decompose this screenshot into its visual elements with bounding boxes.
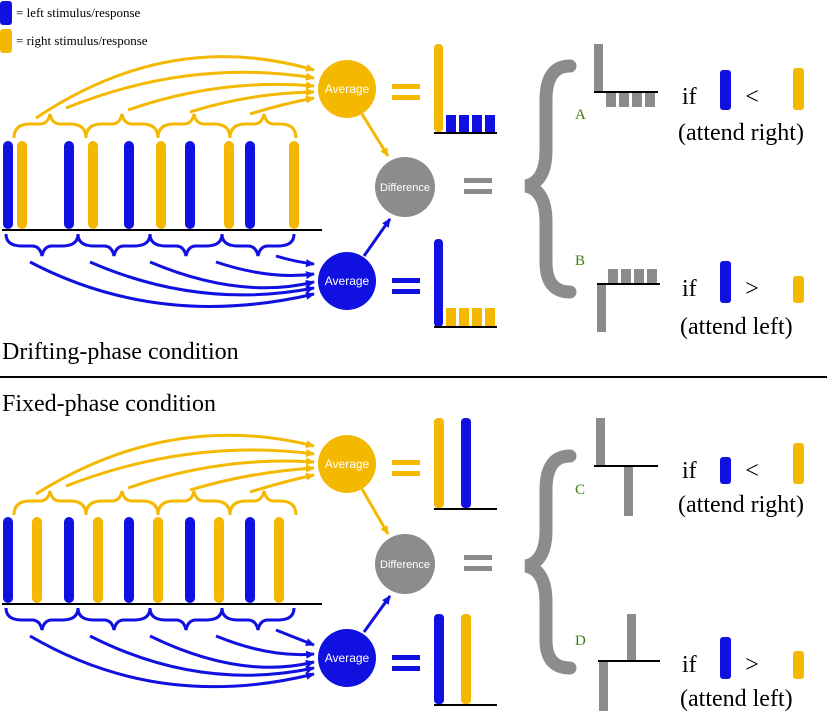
- left-groupings: [4, 607, 296, 631]
- left-response-arrows: [29, 628, 315, 689]
- left-bar: [245, 517, 255, 603]
- right-bar: [224, 141, 234, 229]
- difference-result-c: [594, 418, 658, 516]
- equals-sign: [392, 655, 420, 671]
- comparator: >: [745, 276, 759, 302]
- equals-sign: [392, 278, 420, 294]
- panel-title: Drifting-phase condition: [2, 339, 239, 365]
- attend-label: (attend left): [680, 686, 793, 712]
- left-symbol: [720, 637, 731, 679]
- right-bar: [289, 141, 299, 229]
- average-right-node: [318, 60, 376, 118]
- legend-left-swatch: [0, 1, 12, 25]
- right-bar: [153, 517, 163, 603]
- difference-node: [375, 157, 435, 217]
- average-left-label: Average: [325, 274, 370, 288]
- right-bar: [93, 517, 103, 603]
- arrow-average-to-difference: [360, 488, 390, 535]
- difference-result-a: [594, 44, 658, 107]
- if-label: if: [682, 652, 697, 678]
- legend-right-label: = right stimulus/response: [16, 33, 148, 48]
- left-symbol: [720, 70, 731, 110]
- arrow-average-to-difference: [360, 113, 390, 157]
- comparator: <: [745, 84, 759, 110]
- drifting-stimulus-bars: [3, 141, 299, 229]
- left-symbol: [720, 261, 731, 303]
- outcome-brace: [524, 59, 577, 299]
- case-letter-c: C: [575, 482, 585, 498]
- average-right-result: [434, 418, 497, 510]
- right-symbol: [793, 651, 804, 679]
- fixed-phase-panel: Fixed-phase condition: [2, 391, 804, 712]
- right-symbol: [793, 276, 804, 303]
- left-bar: [64, 141, 74, 229]
- right-groupings: [12, 113, 298, 139]
- comparator: <: [745, 458, 759, 484]
- case-letter-b: B: [575, 253, 585, 269]
- difference-label: Difference: [380, 559, 430, 571]
- equals-sign: [392, 460, 420, 476]
- average-right-label: Average: [325, 82, 370, 96]
- arrow-average-to-difference: [362, 218, 392, 257]
- right-bar: [274, 517, 284, 603]
- fixed-stimulus-bars: [3, 517, 284, 603]
- outcome-brace: [524, 449, 577, 675]
- comparator: >: [745, 652, 759, 678]
- left-bar: [124, 517, 134, 603]
- left-bar: [3, 517, 13, 603]
- left-groupings: [4, 233, 296, 257]
- left-bar: [185, 141, 195, 229]
- average-left-result: [434, 614, 497, 706]
- left-bar: [185, 517, 195, 603]
- right-groupings: [12, 490, 298, 516]
- case-letter-d: D: [575, 633, 586, 649]
- average-left-node: [318, 252, 376, 310]
- average-right-node: [318, 435, 376, 493]
- difference-node: [375, 534, 435, 594]
- right-bar: [88, 141, 98, 229]
- legend-right-swatch: [0, 29, 12, 53]
- attend-label: (attend right): [678, 120, 804, 146]
- difference-result-b: [597, 269, 660, 332]
- equals-sign: [392, 84, 420, 100]
- left-bar: [124, 141, 134, 229]
- left-bar: [3, 141, 13, 229]
- right-bar: [214, 517, 224, 603]
- right-symbol: [793, 443, 804, 484]
- difference-label: Difference: [380, 182, 430, 194]
- if-label: if: [682, 458, 697, 484]
- right-symbol: [793, 68, 804, 110]
- equals-sign: [464, 555, 492, 571]
- panel-title: Fixed-phase condition: [2, 391, 216, 417]
- equals-sign: [464, 178, 492, 194]
- if-label: if: [682, 84, 697, 110]
- left-bar: [245, 141, 255, 229]
- right-bar: [156, 141, 166, 229]
- left-symbol: [720, 457, 731, 484]
- difference-result-d: [598, 614, 660, 711]
- if-label: if: [682, 276, 697, 302]
- average-left-result: [434, 239, 497, 328]
- average-right-label: Average: [325, 457, 370, 471]
- left-bar: [64, 517, 74, 603]
- average-right-result: [434, 44, 497, 134]
- legend: = left stimulus/response = right stimulu…: [0, 1, 148, 53]
- right-response-arrows: [35, 55, 315, 120]
- right-bar: [32, 517, 42, 603]
- right-response-arrows: [35, 433, 315, 496]
- case-letter-a: A: [575, 107, 586, 123]
- right-bar: [17, 141, 27, 229]
- left-response-arrows: [29, 254, 315, 308]
- drifting-phase-panel: Average Average Difference: [2, 44, 804, 365]
- arrow-average-to-difference: [362, 595, 392, 633]
- attend-label: (attend right): [678, 492, 804, 518]
- average-left-label: Average: [325, 651, 370, 665]
- attend-label: (attend left): [680, 314, 793, 340]
- legend-left-label: = left stimulus/response: [16, 5, 141, 20]
- average-left-node: [318, 629, 376, 687]
